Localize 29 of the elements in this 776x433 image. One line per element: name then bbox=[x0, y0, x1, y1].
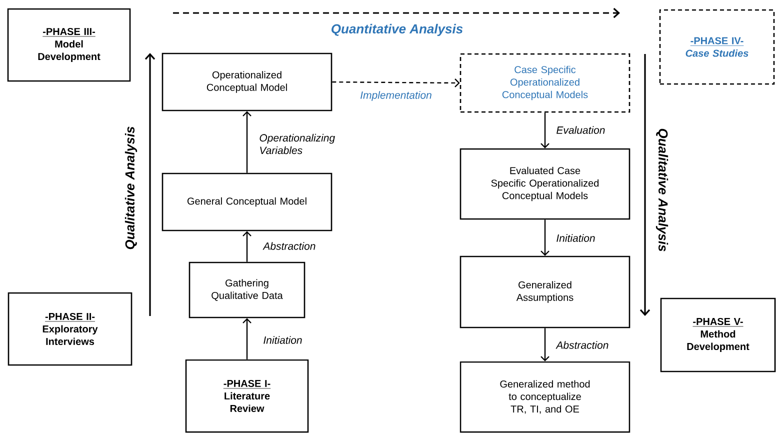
edge-label: Initiation bbox=[264, 336, 302, 344]
arrow bbox=[540, 328, 550, 362]
arrow bbox=[242, 318, 252, 360]
edge-label: Abstraction bbox=[262, 242, 316, 250]
arrow bbox=[332, 78, 460, 88]
edge-label: Implementation bbox=[360, 91, 432, 101]
edge-label: Abstraction bbox=[556, 341, 608, 349]
axis-label: Qualitative Analysis bbox=[124, 126, 138, 250]
process-box: Generalized method to conceptualize TR, TI, and OE bbox=[460, 361, 630, 433]
axis-label: Quantitative Analysis bbox=[332, 24, 463, 36]
phase-box: -PHASE IV- Case Studies bbox=[659, 9, 775, 85]
edge-label: Initiation bbox=[556, 234, 595, 242]
arrow bbox=[540, 220, 550, 256]
arrow bbox=[242, 231, 252, 262]
process-box: General Conceptual Model bbox=[162, 172, 332, 232]
process-box: Case Specific Operationalized Conceptual Models bbox=[460, 53, 630, 113]
axis-label: Qualitative Analysis bbox=[656, 128, 668, 252]
phase-box: -PHASE V- Method Development bbox=[660, 298, 776, 372]
arrow bbox=[242, 111, 252, 173]
phase-box: -PHASE II- Exploratory Interviews bbox=[8, 292, 132, 366]
phase-box: -PHASE III- Model Development bbox=[7, 8, 131, 82]
process-box: Operationalized Conceptual Model bbox=[162, 52, 332, 112]
edge-label: Operationalizing Variables bbox=[260, 134, 335, 154]
process-box: Evaluated Case Specific Operationalized Conceptual Models bbox=[460, 148, 630, 220]
phase-box: -PHASE I- Literature Review bbox=[185, 359, 309, 433]
arrow bbox=[540, 112, 550, 148]
process-box: Gathering Qualitative Data bbox=[188, 262, 306, 318]
edge-label: Evaluation bbox=[556, 126, 605, 134]
process-box: Generalized Assumptions bbox=[460, 256, 630, 328]
